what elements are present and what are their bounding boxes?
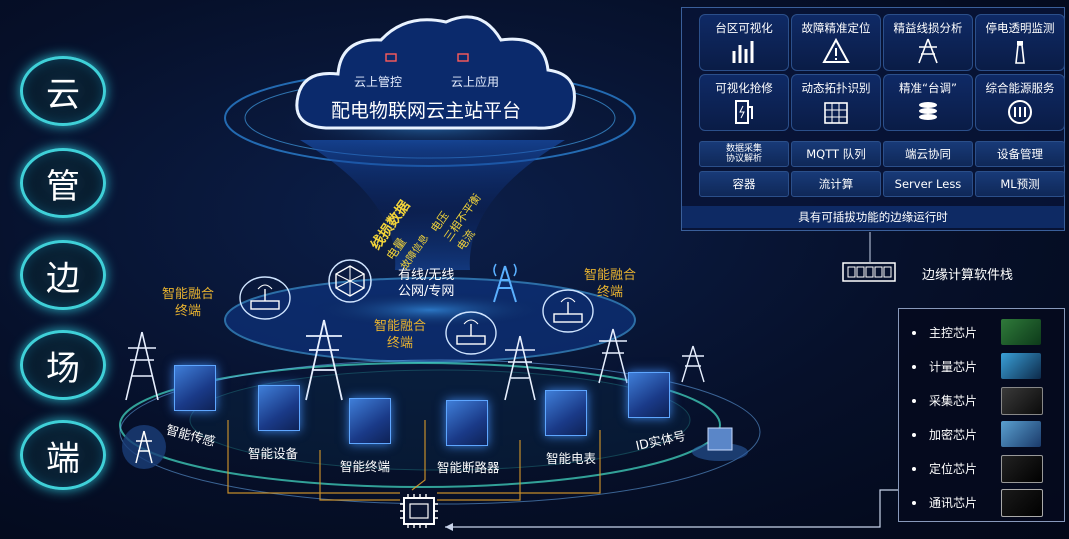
edge-service-button[interactable]: 端云协同 — [883, 141, 973, 167]
chip-item: 加密芯片 — [909, 421, 1059, 453]
app-tile-label: 台区可视化 — [715, 21, 773, 35]
network-line1: 有线/无线 — [398, 268, 455, 283]
device-label: 智能电表 — [546, 451, 597, 466]
substation-icon — [122, 425, 166, 469]
cloud-title: 配电物联网云主站平台 — [331, 100, 522, 122]
router-icon — [542, 289, 594, 333]
layer-pipe-circle: 管 — [20, 148, 106, 218]
runtime-bar: 具有可插拔功能的边缘运行时 — [682, 206, 1064, 228]
bullet-icon — [912, 433, 916, 437]
chip-label: 通讯芯片 — [929, 496, 978, 510]
tower-icon — [918, 38, 938, 64]
edge-service-button[interactable]: 容器 — [699, 171, 789, 197]
chip-item: 采集芯片 — [909, 387, 1059, 419]
chips-panel: 主控芯片 计量芯片 采集芯片 加密芯片 定位芯片 通讯芯片 — [898, 308, 1065, 522]
device-label: 智能设备 — [248, 446, 299, 461]
charger-icon — [735, 100, 753, 124]
app-tile-label: 停电透明监测 — [985, 21, 1055, 35]
edge-stack-icon — [842, 262, 896, 282]
chip-item: 主控芯片 — [909, 319, 1059, 351]
chip-label: 主控芯片 — [929, 326, 978, 340]
app-tile-label: 故障精准定位 — [801, 21, 871, 35]
sensor-device-box — [174, 365, 216, 411]
warning-icon — [822, 37, 850, 63]
edge-stack-label: 边缘计算软件栈 — [922, 268, 1014, 283]
device-label: 智能终端 — [340, 459, 391, 474]
tower-icon — [681, 345, 705, 383]
edge-service-button[interactable]: ML预测 — [975, 171, 1065, 197]
chip-item: 计量芯片 — [909, 353, 1059, 385]
edge-service-button[interactable]: 数据采集 协议解析 — [699, 141, 789, 167]
app-tile-label: 可视化抢修 — [715, 81, 773, 95]
chip-label: 加密芯片 — [929, 428, 978, 442]
app-tile-label: 精益线损分析 — [893, 21, 963, 35]
app-tile[interactable]: 精益线损分析 — [883, 14, 973, 71]
router-icon — [445, 311, 497, 355]
chip-image — [1001, 387, 1043, 415]
layer-field-circle: 场 — [20, 330, 106, 400]
cloud-control-label: 云上管控 — [354, 75, 403, 89]
app-tile[interactable]: 精准“台调” — [883, 74, 973, 131]
building-icon — [692, 427, 748, 461]
chip-item: 通讯芯片 — [909, 489, 1059, 521]
cpu-chip-icon — [400, 494, 438, 528]
chip-image — [1001, 455, 1043, 483]
smart-terminal-box — [349, 398, 391, 444]
tower-icon — [125, 331, 159, 401]
tower-icon — [504, 335, 536, 401]
meter-box — [545, 390, 587, 436]
cloud-apps-panel: 台区可视化 故障精准定位 精益线损分析 停电透明监测 可视化抢修 动态拓扑识别 … — [681, 7, 1065, 231]
coins-icon — [919, 102, 937, 120]
layer-terminal-circle: 端 — [20, 420, 106, 490]
app-tile[interactable]: 动态拓扑识别 — [791, 74, 881, 131]
network-label: 有线/无线 公网/专网 — [398, 268, 454, 300]
fusion-terminal-label-2: 智能融合 终端 — [374, 319, 427, 351]
app-tile[interactable]: 台区可视化 — [699, 14, 789, 71]
tower-icon — [305, 319, 343, 401]
cloud-app-label: 云上应用 — [451, 75, 500, 89]
router-icon — [239, 276, 291, 320]
lighthouse-icon — [1015, 41, 1025, 64]
chip-image — [1001, 319, 1041, 345]
chip-image — [1001, 489, 1043, 517]
device-label: 智能断路器 — [437, 460, 500, 475]
radio-tower-icon — [493, 263, 517, 303]
chip-label: 计量芯片 — [929, 360, 978, 374]
gearbox-icon — [1008, 100, 1032, 124]
edge-service-button[interactable]: 流计算 — [791, 171, 881, 197]
id-entity-box — [628, 372, 670, 418]
chip-image — [1001, 421, 1041, 447]
chip-label: 采集芯片 — [929, 394, 978, 408]
chip-image — [1001, 353, 1041, 379]
fusion-terminal-label-1: 智能融合 终端 — [162, 287, 215, 319]
network-hub-icon — [328, 259, 372, 303]
network-line2: 公网/专网 — [398, 284, 455, 299]
chip-label: 定位芯片 — [929, 462, 978, 476]
cloud-shape — [295, 15, 576, 130]
breaker-box — [446, 400, 488, 446]
building-icon — [824, 102, 848, 124]
bullet-icon — [912, 467, 916, 471]
bullet-icon — [912, 365, 916, 369]
app-tile-label: 精准“台调” — [899, 81, 957, 95]
chip-item: 定位芯片 — [909, 455, 1059, 487]
layer-edge-circle: 边 — [20, 240, 106, 310]
bullet-icon — [912, 331, 916, 335]
bar-chart-icon — [732, 41, 754, 63]
app-tile-label: 综合能源服务 — [985, 81, 1055, 95]
app-tile[interactable]: 停电透明监测 — [975, 14, 1065, 71]
edge-service-button[interactable]: Server Less — [883, 171, 973, 197]
bullet-icon — [912, 399, 916, 403]
app-tile-label: 动态拓扑识别 — [801, 81, 871, 95]
tower-icon — [598, 328, 628, 384]
app-tile[interactable]: 综合能源服务 — [975, 74, 1065, 131]
layer-cloud-circle: 云 — [20, 56, 106, 126]
bullet-icon — [912, 501, 916, 505]
edge-service-button[interactable]: MQTT 队列 — [791, 141, 881, 167]
app-tile[interactable]: 故障精准定位 — [791, 14, 881, 71]
app-tile[interactable]: 可视化抢修 — [699, 74, 789, 131]
fusion-terminal-label-3: 智能融合 终端 — [584, 268, 637, 300]
edge-service-button[interactable]: 设备管理 — [975, 141, 1065, 167]
smart-device-box — [258, 385, 300, 431]
